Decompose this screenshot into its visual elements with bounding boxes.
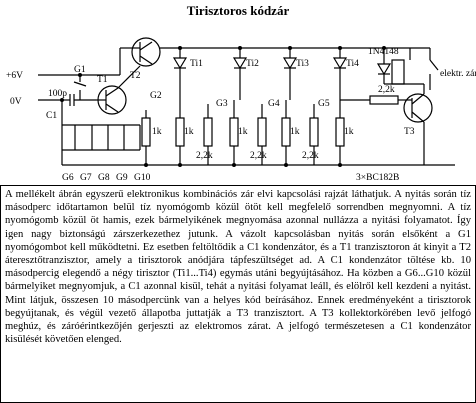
g3-label: G3	[216, 99, 228, 109]
description-text: A mellékelt ábrán egyszerű elektronikus …	[0, 185, 476, 403]
resistor-2k2-label: 2,2k	[378, 85, 395, 95]
button-label-g7: G7	[80, 173, 92, 183]
g5-label: G5	[318, 99, 330, 109]
resistor-2k2-label: 2,2k	[250, 151, 267, 161]
t3-label: T3	[404, 127, 415, 137]
resistor-1k-label: 1k	[152, 127, 162, 137]
ti2-label: Ti2	[246, 59, 259, 69]
supply-ground-label: 0V	[10, 97, 22, 107]
button-label-g8: G8	[98, 173, 110, 183]
resistor-1k-label: 1k	[184, 127, 194, 137]
relay-coil	[391, 59, 405, 85]
ti3-thyristor-symbol	[282, 57, 298, 70]
t1-label: T1	[97, 75, 108, 85]
circuit-schematic: +6V 0V 100p C1 G1 T1 T2 G2 G3 G4 G5 Ti1 …	[6, 37, 476, 183]
diode-symbol	[376, 63, 392, 76]
button-label-g6: G6	[62, 173, 74, 183]
button-label-g9: G9	[116, 173, 128, 183]
ti2-thyristor-symbol	[232, 57, 248, 70]
relay-contact-label: elektr. zárhoz	[440, 69, 476, 79]
ti3-label: Ti3	[296, 59, 309, 69]
page-title: Tirisztoros kódzár	[186, 3, 290, 18]
ti1-thyristor-symbol	[172, 57, 188, 70]
g1-label: G1	[74, 65, 86, 75]
diode-label: 1N4148	[368, 47, 399, 57]
ti4-label: Ti4	[346, 59, 359, 69]
resistor-1k-label: 1k	[344, 127, 354, 137]
transistor-note: 3×BC182B	[356, 173, 399, 183]
capacitor-value-label: 100p	[48, 89, 67, 99]
t2-transistor-symbol	[131, 37, 161, 67]
resistor-1k-label: 1k	[290, 127, 300, 137]
supply-positive-label: +6V	[6, 71, 23, 81]
button-label-g10: G10	[134, 173, 151, 183]
t3-transistor-symbol	[403, 93, 433, 123]
t2-label: T2	[130, 71, 141, 81]
capacitor-name-label: C1	[46, 111, 57, 121]
g4-label: G4	[268, 99, 280, 109]
ti4-thyristor-symbol	[332, 57, 348, 70]
resistor-1k-label: 1k	[238, 127, 248, 137]
g2-label: G2	[150, 91, 162, 101]
resistor-2k2-label: 2,2k	[196, 151, 213, 161]
resistor-2k2-label: 2,2k	[302, 151, 319, 161]
ti1-label: Ti1	[190, 59, 203, 69]
